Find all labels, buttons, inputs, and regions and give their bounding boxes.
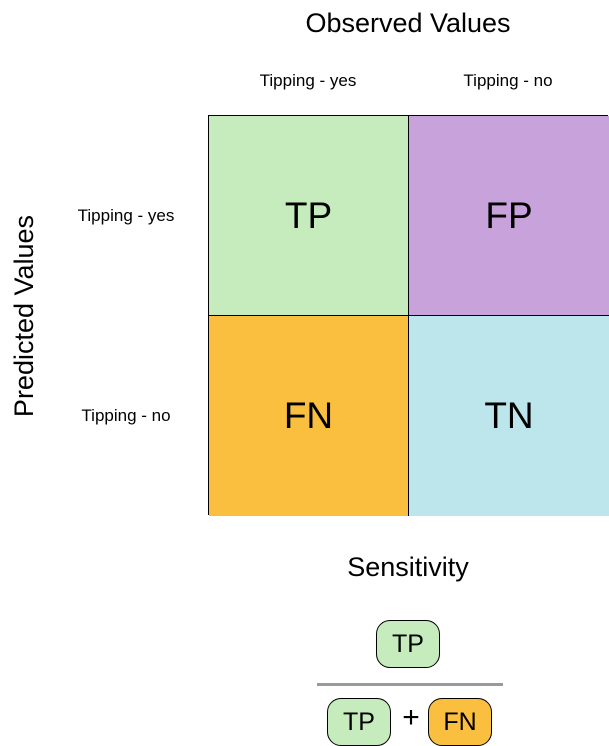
row-header-tipping-yes: Tipping - yes xyxy=(77,206,175,225)
cell-false-positive: FP xyxy=(409,116,609,316)
row-header-tipping-no: Tipping - no xyxy=(81,406,171,425)
cell-false-negative: FN xyxy=(209,316,409,516)
observed-values-title: Observed Values xyxy=(305,8,511,38)
cell-true-negative: TN xyxy=(409,316,609,516)
numerator-tp-pill: TP xyxy=(376,620,440,668)
predicted-values-title: Predicted Values xyxy=(9,214,39,418)
column-header-tipping-no: Tipping - no xyxy=(463,71,553,90)
confusion-matrix: TP FP FN TN xyxy=(208,115,609,516)
plus-sign: + xyxy=(402,701,420,734)
denominator-fn-pill: FN xyxy=(428,698,492,746)
sensitivity-title: Sensitivity xyxy=(347,552,469,582)
cell-true-positive: TP xyxy=(209,116,409,316)
column-header-tipping-yes: Tipping - yes xyxy=(259,71,357,90)
denominator-tp-pill: TP xyxy=(327,698,391,746)
fraction-line xyxy=(317,683,503,686)
